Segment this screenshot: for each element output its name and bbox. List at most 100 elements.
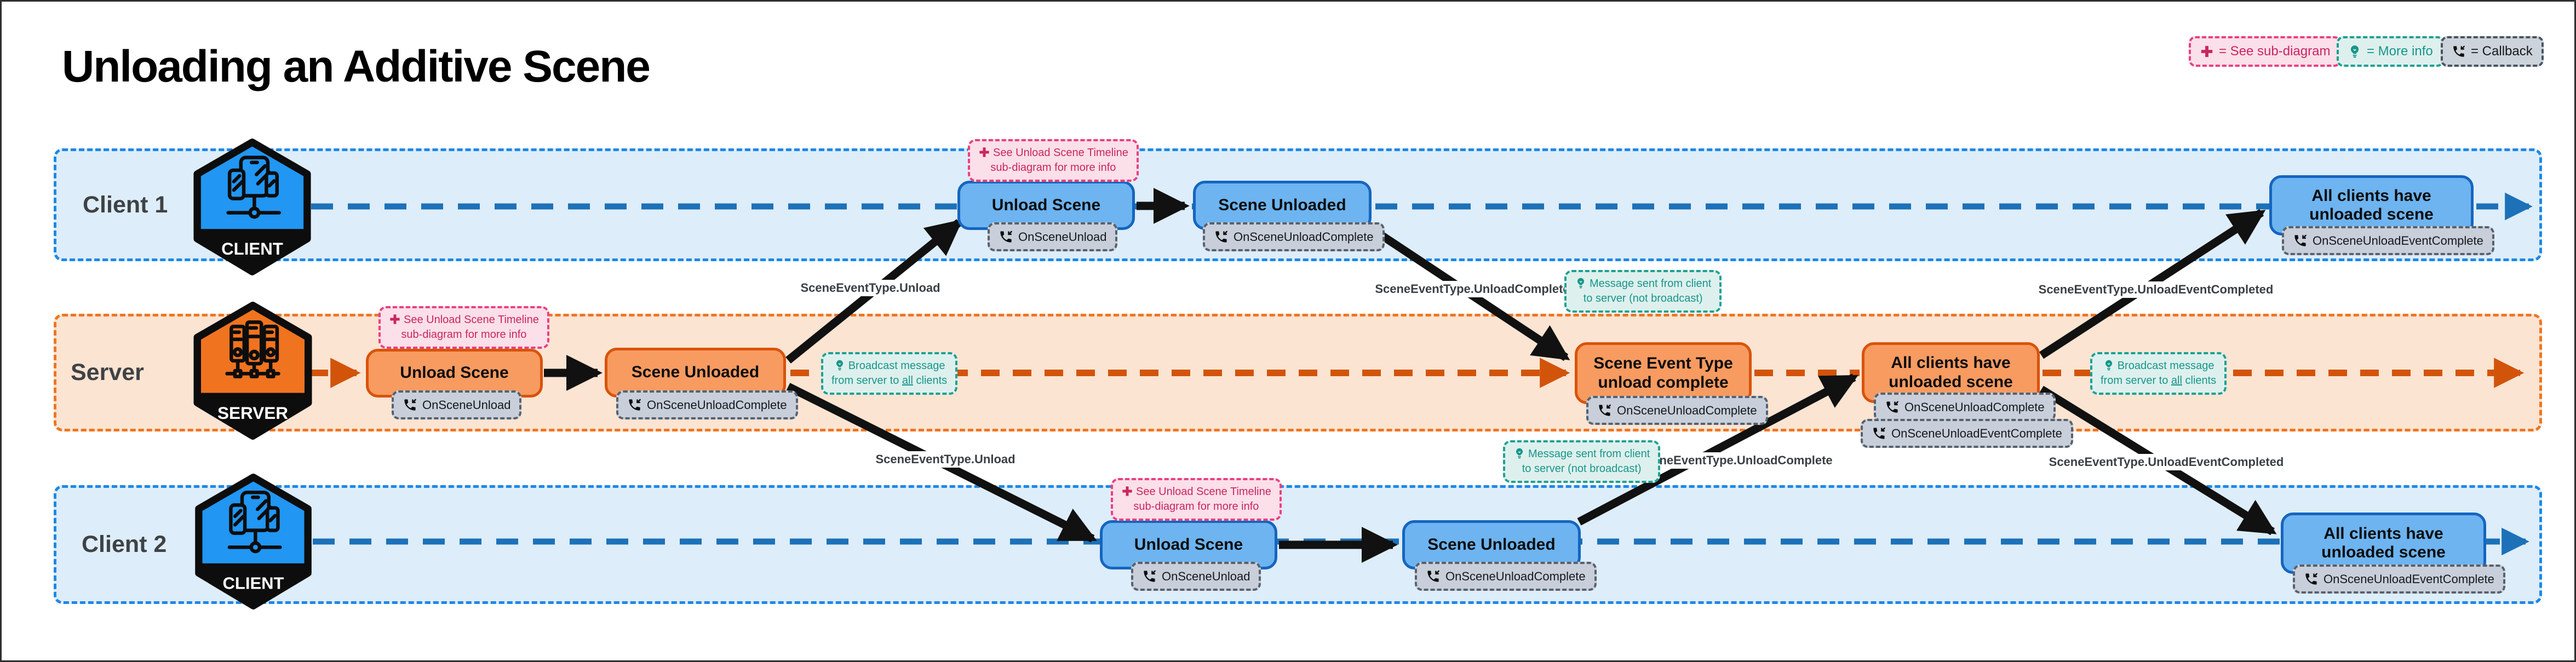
phone-incoming-icon: [627, 398, 642, 412]
legend-chip-sub-diagram: = See sub-diagram: [2189, 36, 2342, 67]
node-label: Scene Event Type unload complete: [1593, 354, 1733, 392]
note-see-timeline-c1: See Unload Scene Timeline sub-diagram fo…: [968, 139, 1139, 182]
callback-tag-c2-unload: OnSceneUnload: [1131, 562, 1261, 591]
phone-incoming-icon: [1214, 229, 1229, 244]
phone-incoming-icon: [1142, 569, 1157, 584]
phone-incoming-icon: [1885, 400, 1900, 415]
note-line: all: [902, 374, 913, 387]
lane-label-server: Server: [71, 359, 144, 385]
note-client-to-server-top: Message sent from client to server (not …: [1564, 270, 1722, 313]
callback-label: OnSceneUnloadComplete: [647, 398, 787, 412]
note-line: clients: [913, 374, 948, 387]
note-line: from server to: [831, 374, 902, 387]
note-line: all: [2171, 374, 2182, 387]
edge-label-unload-event-completed-top: SceneEventType.UnloadEventCompleted: [2035, 281, 2277, 298]
plus-icon: [2200, 44, 2214, 59]
callback-tag-s-all-2: OnSceneUnloadEventComplete: [1861, 419, 2073, 448]
note-line: sub-diagram for more info: [990, 161, 1116, 174]
phone-incoming-icon: [1426, 569, 1441, 584]
callback-label: OnSceneUnloadEventComplete: [2323, 572, 2494, 586]
callback-label: OnSceneUnloadComplete: [1904, 400, 2045, 414]
edge-label-unload-event-completed-bottom: SceneEventType.UnloadEventCompleted: [2045, 454, 2287, 470]
plus-icon: [978, 146, 990, 158]
note-line: Broadcast message: [848, 360, 945, 372]
lane-label-client1: Client 1: [83, 192, 168, 218]
lane-client2: [54, 485, 2542, 604]
note-line: sub-diagram for more info: [401, 328, 527, 341]
callback-label: OnSceneUnload: [422, 398, 511, 412]
note-client-to-server-bottom: Message sent from client to server (not …: [1503, 440, 1661, 483]
edge-label-unload-bottom: SceneEventType.Unload: [872, 451, 1019, 468]
callback-tag-s-unloaded: OnSceneUnloadComplete: [616, 390, 798, 419]
lightbulb-icon: [834, 359, 846, 371]
lane-label-client2: Client 2: [82, 531, 167, 557]
callback-label: OnSceneUnloadComplete: [1445, 569, 1586, 583]
node-label: Unload Scene: [400, 364, 509, 382]
note-see-timeline-c2: See Unload Scene Timeline sub-diagram fo…: [1111, 478, 1282, 521]
lightbulb-icon: [1513, 447, 1525, 459]
node-label: All clients have unloaded scene: [2321, 524, 2446, 562]
callback-tag-s-all-1: OnSceneUnloadComplete: [1874, 393, 2056, 422]
server-badge: SERVER: [193, 302, 312, 440]
legend-label-more-info: = More info: [2367, 44, 2433, 59]
node-s-scene-unloaded: Scene Unloaded: [605, 348, 786, 398]
node-label: Unload Scene: [1134, 535, 1243, 554]
callback-tag-c2-unloaded: OnSceneUnloadComplete: [1415, 562, 1597, 591]
phone-incoming-icon: [2452, 44, 2466, 59]
note-line: See Unload Scene Timeline: [404, 314, 539, 326]
legend-label-callback: = Callback: [2471, 44, 2533, 59]
note-line: Broadcast message: [2117, 360, 2214, 372]
callback-label: OnSceneUnload: [1018, 229, 1107, 244]
phone-incoming-icon: [1597, 403, 1612, 418]
note-line: Message sent from client: [1590, 278, 1712, 290]
note-broadcast-left: Broadcast message from server to all cli…: [821, 352, 958, 395]
callback-tag-c1-all: OnSceneUnloadEventComplete: [2282, 226, 2494, 255]
node-label: Scene Unloaded: [631, 363, 760, 382]
callback-label: OnSceneUnloadEventComplete: [1891, 426, 2062, 440]
note-line: to server (not broadcast): [1522, 462, 1642, 475]
node-label: All clients have unloaded scene: [2309, 186, 2434, 224]
edge-label-unload-complete-top: SceneEventType.UnloadComplete: [1372, 281, 1573, 297]
note-broadcast-right: Broadcast message from server to all cli…: [2090, 352, 2227, 395]
lightbulb-icon: [1575, 277, 1587, 289]
client1-badge: CLIENT: [193, 139, 311, 275]
node-label: Scene Unloaded: [1218, 195, 1346, 214]
callback-tag-c1-unloaded: OnSceneUnloadComplete: [1203, 222, 1385, 251]
server-badge-label: SERVER: [217, 403, 288, 423]
legend-chip-more-info: = More info: [2337, 36, 2444, 67]
page-title: Unloading an Additive Scene: [62, 42, 651, 91]
callback-label: OnSceneUnload: [1162, 569, 1250, 583]
phone-incoming-icon: [2304, 572, 2319, 586]
phone-incoming-icon: [2293, 233, 2308, 248]
callback-label: OnSceneUnloadComplete: [1234, 229, 1374, 244]
callback-tag-s-unload: OnSceneUnload: [392, 390, 522, 419]
node-label: Unload Scene: [991, 195, 1101, 214]
note-line: Message sent from client: [1528, 448, 1650, 460]
node-label: All clients have unloaded scene: [1889, 354, 2013, 391]
client1-badge-label: CLIENT: [221, 239, 283, 258]
node-s-event-unload-complete: Scene Event Type unload complete: [1575, 342, 1752, 404]
legend-chip-callback: = Callback: [2441, 36, 2544, 67]
note-line: sub-diagram for more info: [1133, 500, 1259, 513]
callback-label: OnSceneUnloadComplete: [1617, 403, 1757, 417]
legend-label-sub-diagram: = See sub-diagram: [2219, 44, 2331, 59]
note-line: clients: [2182, 374, 2217, 387]
client2-badge-label: CLIENT: [223, 573, 284, 592]
plus-icon: [1121, 485, 1133, 497]
lightbulb-icon: [2348, 44, 2362, 59]
client2-badge: CLIENT: [195, 474, 312, 609]
note-see-timeline-server: See Unload Scene Timeline sub-diagram fo…: [378, 306, 549, 349]
phone-incoming-icon: [403, 398, 417, 412]
edge-label-unload-complete-bottom: SceneEventType.UnloadComplete: [1634, 452, 1836, 469]
callback-label: OnSceneUnloadEventComplete: [2313, 233, 2483, 247]
callback-tag-c2-all: OnSceneUnloadEventComplete: [2293, 565, 2505, 594]
node-label: Scene Unloaded: [1427, 535, 1556, 554]
note-line: See Unload Scene Timeline: [993, 147, 1128, 159]
callback-tag-c1-unload: OnSceneUnload: [988, 222, 1118, 251]
phone-incoming-icon: [1872, 426, 1886, 441]
note-line: See Unload Scene Timeline: [1136, 486, 1271, 498]
plus-icon: [389, 313, 401, 325]
phone-incoming-icon: [999, 229, 1013, 244]
edge-label-unload-top: SceneEventType.Unload: [797, 280, 944, 296]
